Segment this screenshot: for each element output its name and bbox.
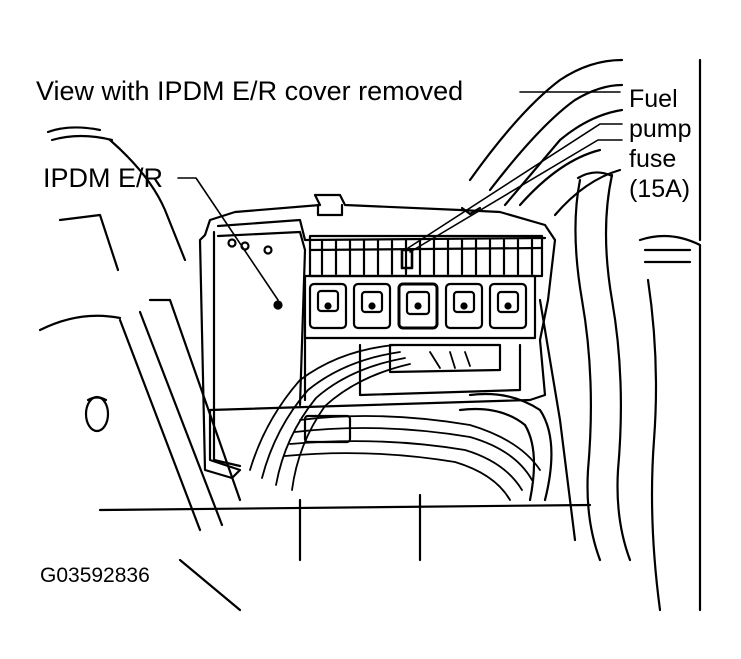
fender-curve xyxy=(108,138,187,262)
module-housing xyxy=(198,193,557,480)
relay-dot-4 xyxy=(460,302,468,310)
cover-hole-1 xyxy=(227,238,237,248)
right-hose-cap xyxy=(576,171,614,180)
right-inner-line xyxy=(538,298,577,542)
relay-3-face xyxy=(405,290,431,316)
upper-pipe-c xyxy=(503,108,624,207)
hood-edge-1 xyxy=(46,126,102,134)
cover-face xyxy=(216,230,307,407)
relay-dot-2 xyxy=(368,302,376,310)
small-cylinder xyxy=(84,395,110,433)
wire-6 xyxy=(294,427,533,481)
relay-dot-1 xyxy=(324,302,332,310)
relay-dot-5 xyxy=(504,302,512,310)
harness-sleeve xyxy=(468,392,553,502)
wire-3 xyxy=(275,357,406,486)
wire-2 xyxy=(261,351,401,479)
left-support-b xyxy=(138,310,224,527)
harness-sleeve-inner xyxy=(458,407,536,502)
upper-pipe-b xyxy=(488,83,624,192)
lower-housing xyxy=(303,336,522,402)
relay-4-face xyxy=(452,290,476,314)
fuse-label-line-2: pump xyxy=(629,115,692,143)
fuse-leader-2 xyxy=(409,139,623,253)
wire-8 xyxy=(284,452,511,501)
hose-top-2 xyxy=(553,168,622,217)
fuse-leader-1 xyxy=(404,123,623,251)
relay-3 xyxy=(397,282,439,330)
ipdm-module xyxy=(198,193,557,480)
left-bracket xyxy=(58,213,120,272)
fuel-pump-fuse xyxy=(400,248,414,270)
module-top-inner xyxy=(216,218,547,242)
relay-block xyxy=(303,274,537,340)
figure-code: G03592836 xyxy=(40,564,150,587)
small-cylinder-top xyxy=(86,396,108,402)
diagram-title: View with IPDM E/R cover removed xyxy=(36,76,464,106)
relay-5 xyxy=(488,282,528,330)
cover-screw xyxy=(273,300,283,310)
far-right-hose-a xyxy=(638,234,702,612)
left-lower-edge xyxy=(38,314,122,332)
cover-hole-3 xyxy=(263,245,273,255)
relay-2-face xyxy=(360,290,384,314)
hose-top-1 xyxy=(518,148,602,207)
bottom-base-top xyxy=(98,503,592,512)
wire-4 xyxy=(291,363,411,491)
relay-dot-3 xyxy=(414,302,422,310)
left-support-a xyxy=(118,318,202,532)
ipdm-label: IPDM E/R xyxy=(43,163,164,193)
connector-block xyxy=(388,343,502,374)
wire-1 xyxy=(249,344,396,471)
left-support-c xyxy=(148,298,242,502)
ipdm-leader xyxy=(177,177,279,301)
top-clip xyxy=(316,203,344,217)
relay-5-face xyxy=(496,290,520,314)
relay-1-face xyxy=(316,289,340,313)
connector-wires xyxy=(429,351,471,369)
fuse-label-line-4: (15A) xyxy=(629,175,691,203)
fuse-label-line-3: fuse xyxy=(629,145,677,173)
fuse-dividers xyxy=(320,238,534,276)
module-inner-edge xyxy=(212,230,242,468)
upper-pipe-a xyxy=(468,58,624,182)
hood-edge-2 xyxy=(50,134,114,142)
fuse-label-line-1: Fuel xyxy=(629,85,678,113)
far-right-hose-b xyxy=(646,278,662,612)
relay-1 xyxy=(308,282,348,330)
wire-harness xyxy=(249,344,553,502)
fuse-block-line xyxy=(308,246,544,252)
right-hose-inner xyxy=(604,173,632,562)
relay-row xyxy=(303,274,537,340)
engine-bay-lines xyxy=(38,58,702,612)
leader-lines xyxy=(177,91,623,301)
wire-7 xyxy=(289,440,523,491)
fuel-pump-fuse-label: Fuel pump fuse (15A) xyxy=(629,84,692,204)
relay-4 xyxy=(444,282,484,330)
top-clip-2 xyxy=(460,206,482,216)
right-hose-outer xyxy=(574,178,602,562)
harness-clamp xyxy=(303,414,352,444)
relay-2 xyxy=(352,282,392,330)
bottom-left-diag xyxy=(178,558,242,612)
